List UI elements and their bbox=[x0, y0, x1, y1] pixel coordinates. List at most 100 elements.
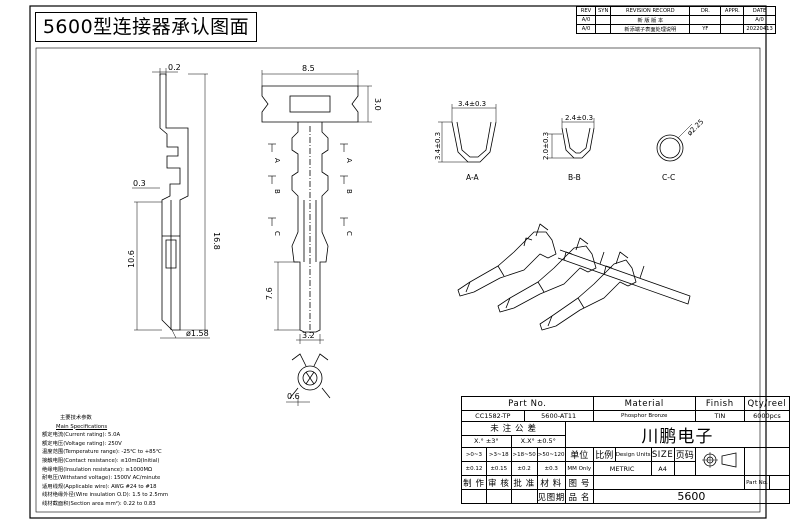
projection-symbol-cell bbox=[694, 447, 745, 476]
company-name: 川鹏电子 bbox=[564, 421, 790, 448]
dim-side-hook: 0.3 bbox=[133, 179, 146, 188]
spec-line: 线材绝缘外径(Wire insulation O.D): 1.5 to 2.5m… bbox=[42, 492, 169, 499]
rev-row2-rev: A/0 bbox=[576, 24, 596, 34]
rev-header-rev: REV bbox=[576, 6, 596, 16]
marker-c-right: C bbox=[345, 231, 353, 236]
dim-aa-width: 3.4±0.3 bbox=[458, 100, 486, 108]
side-dim-lines bbox=[132, 68, 210, 339]
tol-value-0: ±0.12 bbox=[461, 461, 487, 476]
tolerance-angle-0: X.° ±3° bbox=[461, 434, 512, 449]
dim-front-bottom: 3.2 bbox=[302, 331, 315, 340]
section-cc bbox=[656, 123, 693, 162]
mm-only: MM Only bbox=[564, 461, 594, 476]
dim-end-size: 0.6 bbox=[287, 392, 300, 401]
label-cc: C-C bbox=[662, 173, 675, 182]
marker-c-left: C bbox=[273, 231, 281, 236]
section-aa bbox=[438, 104, 497, 163]
spec-line: 温度范围(Temperature range): -25℃ to +85℃ bbox=[42, 449, 162, 456]
rev-header-syn: SYN bbox=[594, 6, 612, 16]
part-no-small-label: Part No. bbox=[743, 475, 771, 490]
qty-value: 6000pcs bbox=[743, 410, 790, 422]
rev-row2-dr: YF bbox=[689, 24, 722, 34]
dim-side-tip: ø1.58 bbox=[186, 329, 209, 338]
part-no-header: Part No. bbox=[461, 396, 594, 411]
rev-row2-syn bbox=[594, 24, 612, 34]
scale-label: 比例 bbox=[592, 447, 616, 462]
dim-side-lower: 10.6 bbox=[127, 250, 136, 268]
inner-border bbox=[35, 47, 761, 513]
material-value: Phosphor Bronze bbox=[592, 410, 696, 422]
dim-side-top: 0.2 bbox=[168, 63, 181, 72]
dim-cc-dia: ø2.25 bbox=[686, 118, 706, 138]
material-header: Material bbox=[592, 396, 696, 411]
product-label: 品 名 bbox=[564, 489, 594, 504]
dim-front-width: 8.5 bbox=[302, 64, 315, 73]
spec-line: 绝缘电阻(Insulation resistance): ≥1000MΩ bbox=[42, 466, 153, 473]
rev-header-record: REVISION RECORD bbox=[610, 6, 691, 16]
role-make: 制 作 bbox=[461, 475, 487, 490]
tol-range-2: >18~50 bbox=[510, 447, 538, 462]
finish-header: Finish bbox=[694, 396, 745, 411]
projection-symbol-icon bbox=[701, 451, 737, 468]
product-value: 5600 bbox=[592, 489, 790, 504]
tol-range-0: >0~3 bbox=[461, 447, 487, 462]
marker-a-left: A bbox=[273, 158, 281, 163]
end-view bbox=[286, 353, 331, 406]
role-material: 材 料 bbox=[536, 475, 566, 490]
dim-bb-width: 2.4±0.3 bbox=[565, 114, 593, 122]
sheet-border bbox=[29, 5, 767, 519]
label-bb: B-B bbox=[568, 173, 581, 182]
size-label: SIZE bbox=[650, 447, 675, 462]
rev-row2-date: 20220413 bbox=[743, 24, 776, 34]
blank-role-3 bbox=[510, 489, 538, 504]
dim-front-height: 3.0 bbox=[373, 98, 382, 111]
drawing-no-value bbox=[592, 475, 745, 490]
tol-value-3: ±0.3 bbox=[536, 461, 566, 476]
part-no-small-value bbox=[769, 475, 790, 490]
dim-bb-height: 2.0±0.3 bbox=[542, 132, 550, 160]
front-view bbox=[261, 85, 359, 336]
rev-row1-date: A/0 bbox=[743, 15, 776, 25]
rev-row1-dr bbox=[689, 15, 722, 25]
spec-line: 耐电压(Withstand voltage): 1500V AC/minute bbox=[42, 475, 161, 482]
rev-row1-record: 新 版 版 本 bbox=[610, 15, 691, 25]
page-value bbox=[673, 461, 696, 476]
rev-row1-rev: A/0 bbox=[576, 15, 596, 25]
design-units: Design Units bbox=[614, 447, 652, 462]
rev-row2-appr bbox=[720, 24, 745, 34]
finish-value: TIN bbox=[694, 410, 745, 422]
page-label: 页码 bbox=[673, 447, 696, 462]
qty-header: Qty/reel bbox=[743, 396, 790, 411]
tol-range-3: >50~120 bbox=[536, 447, 566, 462]
metric-value: METRIC bbox=[592, 461, 652, 476]
revision-table: REV SYN REVISION RECORD DR. APPR. DATE A… bbox=[576, 6, 776, 34]
tol-value-2: ±0.2 bbox=[510, 461, 538, 476]
spec-line: 线材截面积(Section area mm²): 0.22 to 0.83 bbox=[42, 500, 156, 507]
dim-side-length: 16.8 bbox=[212, 232, 221, 250]
unit-label: 单位 bbox=[564, 447, 594, 462]
front-dim-lines bbox=[261, 70, 372, 344]
tol-range-1: >3~18 bbox=[485, 447, 512, 462]
rev-row2-record: 新添端子表面处理说明 bbox=[610, 24, 691, 34]
spec-line: 额定电压(Voltage rating): 250V bbox=[42, 440, 122, 447]
role-drawing-no: 图 号 bbox=[564, 475, 594, 490]
dim-front-lower: 7.6 bbox=[265, 287, 274, 300]
blank-role-1 bbox=[461, 489, 487, 504]
rev-row1-appr bbox=[720, 15, 745, 25]
spec-line: 接触电阻(Contact resistance): ≤10mΩ(Initial) bbox=[42, 457, 160, 464]
role-approve: 批 准 bbox=[510, 475, 538, 490]
section-markers bbox=[268, 143, 348, 226]
dim-aa-height: 3.4±0.3 bbox=[434, 132, 442, 160]
blank-cell bbox=[743, 447, 790, 476]
rev-header-appr: APPR. bbox=[720, 6, 745, 16]
side-view bbox=[159, 73, 189, 331]
spec-line: 额定电流(Current rating): 5.0A bbox=[42, 432, 121, 439]
rev-header-date: DATE bbox=[743, 6, 776, 16]
part-no-1: CC1582-TP bbox=[461, 410, 525, 422]
tolerance-angle-1: X.X° ±0.5° bbox=[510, 434, 566, 449]
tol-value-1: ±0.15 bbox=[485, 461, 512, 476]
isometric-strip bbox=[457, 223, 691, 331]
rev-header-dr: DR. bbox=[689, 6, 722, 16]
marker-a-right: A bbox=[345, 158, 353, 163]
